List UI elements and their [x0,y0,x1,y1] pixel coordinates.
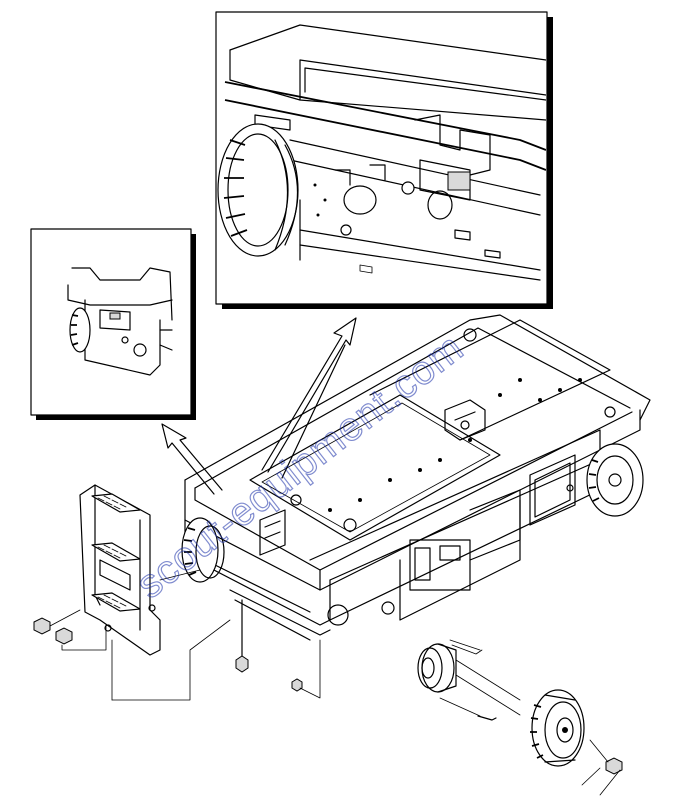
chassis-main [181,314,651,641]
callout-arrow-left [161,423,223,495]
ladder-assembly [79,484,161,656]
detail-view-upper [215,11,553,309]
detail-view-left [30,228,196,420]
fasteners [33,569,321,701]
wheel-motor-exploded [417,639,623,796]
